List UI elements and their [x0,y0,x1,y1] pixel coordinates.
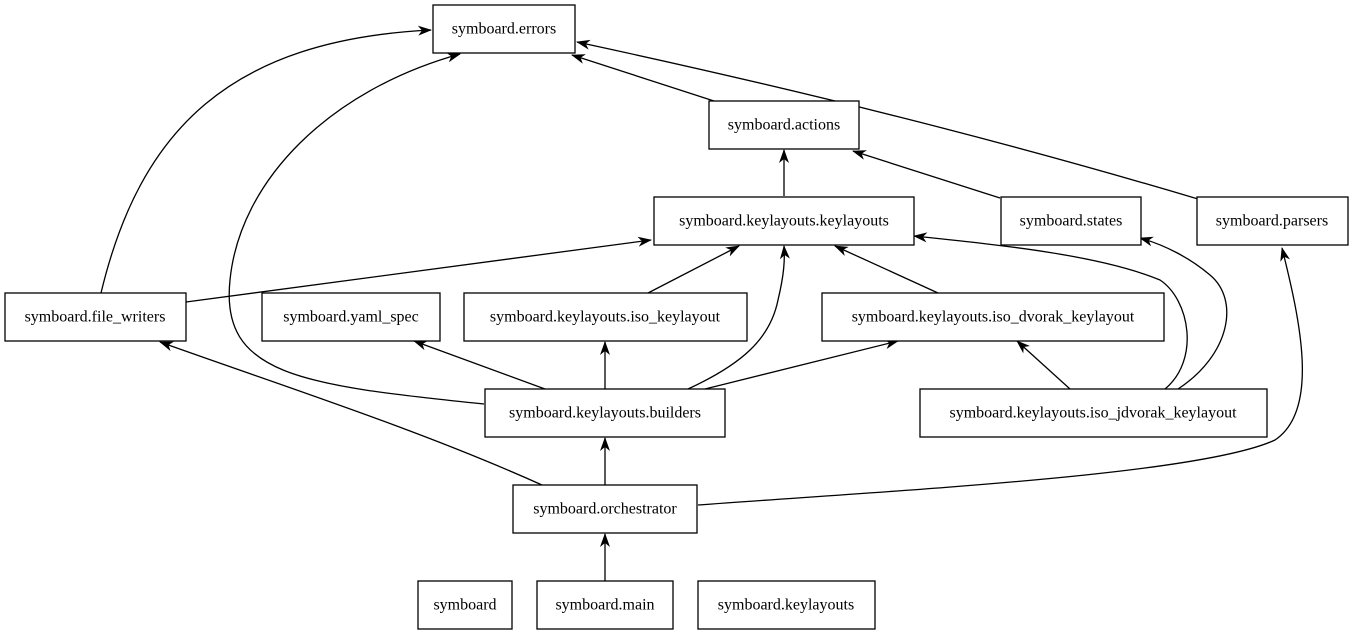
node-label: symboard.states [1020,213,1123,230]
edge-file-writers-to-errors [100,25,432,294]
node-label: symboard.keylayouts.builders [509,405,701,422]
node-builders[interactable]: symboard.keylayouts.builders [484,388,726,438]
node-label: symboard.main [555,597,654,614]
edge-parsers-to-errors [576,39,1199,200]
node-iso-dvorak-keylayout[interactable]: symboard.keylayouts.iso_dvorak_keylayout [821,292,1165,342]
edge-orchestrator-to-parsers [697,247,1303,506]
node-iso-keylayout[interactable]: symboard.keylayouts.iso_keylayout [463,292,748,342]
node-keylayouts-keylayouts[interactable]: symboard.keylayouts.keylayouts [653,196,915,246]
node-label: symboard [433,597,496,614]
node-actions[interactable]: symboard.actions [708,100,860,150]
node-errors[interactable]: symboard.errors [432,4,576,54]
node-label: symboard.file_writers [25,309,166,326]
edge-builders-to-iso-dvorak-keylayout [704,339,899,390]
node-yaml-spec[interactable]: symboard.yaml_spec [261,292,441,342]
node-parsers[interactable]: symboard.parsers [1196,196,1349,246]
node-symboard[interactable]: symboard [417,580,513,630]
edge-iso-jdvorak-keylayout-to-keylayouts-keylayouts [913,232,1188,390]
node-keylayouts[interactable]: symboard.keylayouts [697,580,876,630]
node-file-writers[interactable]: symboard.file_writers [4,292,187,342]
edge-builders-to-yaml-spec [413,340,546,390]
edge-iso-keylayout-to-keylayouts-keylayouts [647,245,740,294]
edge-file-writers-to-keylayouts-keylayouts [185,236,652,303]
edge-actions-to-errors [571,54,715,102]
edges-layer [100,25,1303,581]
edge-orchestrator-to-file-writers [159,341,543,486]
nodes-layer: symboard.errors symboard.actions symboar… [4,4,1349,630]
edge-builders-to-keylayouts-keylayouts [687,245,790,390]
node-label: symboard.actions [728,117,840,134]
node-label: symboard.yaml_spec [283,309,419,326]
node-label: symboard.keylayouts.iso_dvorak_keylayout [852,309,1135,326]
node-label: symboard.keylayouts.iso_jdvorak_keylayou… [949,405,1237,422]
node-main[interactable]: symboard.main [536,580,674,630]
node-label: symboard.keylayouts.iso_keylayout [490,309,721,326]
node-label: symboard.keylayouts.keylayouts [679,213,889,230]
edge-states-to-actions [852,150,1001,199]
node-states[interactable]: symboard.states [1000,196,1142,246]
edge-builders-to-errors [228,52,485,405]
edge-iso-jdvorak-keylayout-to-iso-dvorak-keylayout [1016,340,1071,390]
edge-iso-dvorak-keylayout-to-keylayouts-keylayouts [834,245,939,294]
node-label: symboard.keylayouts [718,597,854,614]
node-label: symboard.orchestrator [533,501,677,518]
edge-iso-jdvorak-keylayout-to-states [1139,236,1228,390]
node-iso-jdvorak-keylayout[interactable]: symboard.keylayouts.iso_jdvorak_keylayou… [919,388,1268,438]
node-orchestrator[interactable]: symboard.orchestrator [512,484,698,534]
node-label: symboard.parsers [1216,213,1328,230]
node-label: symboard.errors [452,21,556,38]
